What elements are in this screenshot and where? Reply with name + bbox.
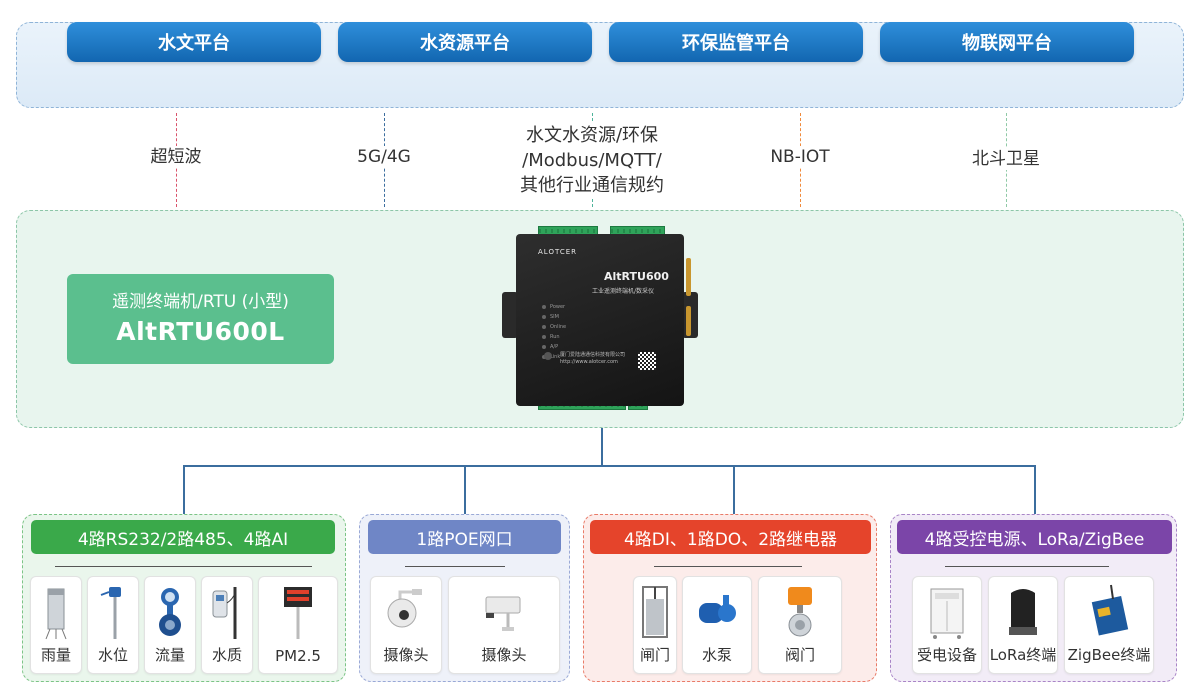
antenna-icon (686, 258, 691, 296)
led-run: Run (542, 332, 566, 342)
comm-label-protocol: 水文水资源/环保 /Modbus/MQTT/ 其他行业通信规约 (502, 123, 682, 198)
platform-iot[interactable]: 物联网平台 (880, 22, 1134, 62)
led-sim: SIM (542, 312, 566, 322)
device-body (516, 234, 684, 406)
item-water-level[interactable]: 水位 (87, 576, 139, 674)
tree-drop-line (464, 465, 466, 520)
item-water-quality[interactable]: 水质 (201, 576, 253, 674)
led-ap: A/P (542, 342, 566, 352)
platform-hydrology[interactable]: 水文平台 (67, 22, 321, 62)
item-water-pump[interactable]: 水泵 (682, 576, 752, 674)
tree-drop-line (1034, 465, 1036, 520)
qr-code-icon (638, 352, 656, 370)
item-rain-gauge[interactable]: 雨量 (30, 576, 82, 674)
protocol-line-3: 其他行业通信规约 (520, 175, 664, 196)
water-quality-sensor-icon (212, 587, 237, 639)
sluice-gate-icon (642, 586, 668, 638)
item-label: 水泵 (701, 646, 732, 664)
tree-drop-line (733, 465, 735, 520)
flowmeter-icon (159, 588, 181, 636)
device-panel-name: AltRTU600 (604, 270, 669, 283)
item-flowmeter[interactable]: 流量 (144, 576, 196, 674)
item-bracket-line (55, 566, 312, 567)
led-online: Online (542, 322, 566, 332)
item-box-camera[interactable]: 摄像头 (448, 576, 560, 674)
rain-gauge-icon (45, 588, 67, 640)
rtu-device-image: ALOTCER AltRTU600 工业遥测终端机/数采仪 Power SIM … (500, 222, 700, 418)
water-level-sensor-icon (100, 587, 121, 639)
item-label: 水质 (211, 646, 242, 664)
item-label: 闸门 (639, 646, 670, 664)
item-zigbee-terminal[interactable]: ZigBee终端 (1064, 576, 1154, 674)
water-pump-icon (699, 595, 736, 623)
item-bracket-line (654, 566, 802, 567)
item-label: 摄像头 (481, 646, 527, 664)
item-label: PM2.5 (275, 647, 321, 665)
box-camera-icon (485, 596, 521, 631)
device-title-card: 遥测终端机/RTU (小型) AltRTU600L (67, 274, 334, 364)
mount-ear-left (502, 292, 518, 338)
item-label: 阀门 (784, 646, 815, 664)
valve-icon (788, 587, 812, 637)
item-sluice-gate[interactable]: 闸门 (633, 576, 677, 674)
item-label: 流量 (154, 646, 185, 664)
device-logo: ALOTCER (538, 248, 577, 256)
item-lora-terminal[interactable]: LoRa终端 (988, 576, 1058, 674)
device-panel-subtitle: 工业遥测终端机/数采仪 (592, 288, 655, 295)
item-bracket-line (945, 566, 1109, 567)
comm-label-nbiot: NB-IOT (755, 146, 845, 168)
item-label: 受电设备 (916, 646, 977, 664)
item-label: 水位 (97, 646, 128, 664)
wake-button (544, 352, 552, 360)
tree-drop-line (183, 465, 185, 520)
group-title-di-do: 4路DI、1路DO、2路继电器 (590, 520, 871, 554)
item-dome-camera[interactable]: 摄像头 (370, 576, 442, 674)
led-indicators: Power SIM Online Run A/P Link (542, 302, 566, 362)
device-model: AltRTU600L (116, 317, 285, 346)
item-label: LoRa终端 (989, 646, 1057, 664)
comm-label-vhf: 超短波 (136, 146, 216, 168)
led-power: Power (542, 302, 566, 312)
item-bracket-line (405, 566, 505, 567)
antenna-icon (686, 306, 691, 336)
comm-label-5g: 5G/4G (344, 146, 424, 168)
item-label: 摄像头 (383, 646, 429, 664)
power-cabinet-icon (930, 588, 964, 639)
tree-trunk-line (601, 428, 603, 466)
item-label: ZigBee终端 (1067, 646, 1151, 664)
item-valve[interactable]: 阀门 (758, 576, 842, 674)
group-title-power-lora: 4路受控电源、LoRa/ZigBee (897, 520, 1172, 554)
group-title-serial-ai: 4路RS232/2路485、4路AI (31, 520, 335, 554)
tree-branch-line (183, 465, 1035, 467)
item-pm25[interactable]: PM2.5 (258, 576, 338, 674)
zigbee-terminal-icon (1091, 584, 1129, 636)
comm-label-beidou: 北斗卫星 (961, 148, 1051, 170)
platform-water-resources[interactable]: 水资源平台 (338, 22, 592, 62)
device-subtitle: 遥测终端机/RTU (小型) (112, 292, 289, 312)
item-power-cabinet[interactable]: 受电设备 (912, 576, 982, 674)
item-label: 雨量 (40, 646, 71, 664)
protocol-line-2: /Modbus/MQTT/ (522, 150, 662, 171)
dome-camera-icon (387, 589, 422, 628)
platform-environmental[interactable]: 环保监管平台 (609, 22, 863, 62)
lora-terminal-icon (1009, 589, 1037, 635)
pm25-monitor-icon (284, 587, 312, 639)
group-title-poe: 1路POE网口 (368, 520, 561, 554)
vendor-info: 厦门爱陆通通信科技有限公司 http://www.alotcer.com (560, 352, 626, 365)
protocol-line-1: 水文水资源/环保 (525, 125, 659, 146)
